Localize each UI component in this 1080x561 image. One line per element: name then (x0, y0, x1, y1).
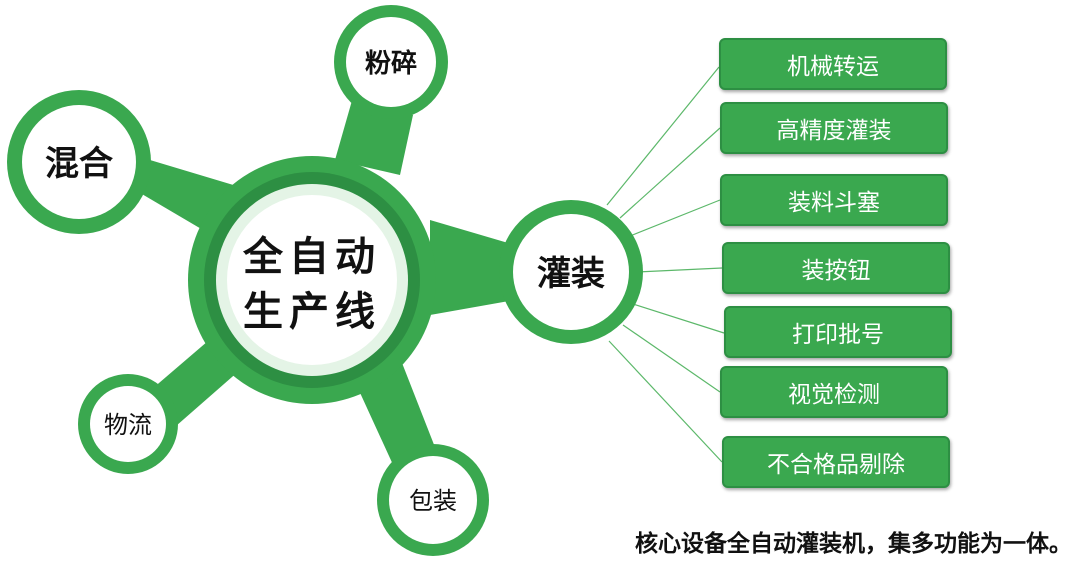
step-tag-6: 视觉检测 (720, 366, 948, 418)
node-fensui: 粉碎 (334, 5, 448, 119)
node-fensui-label: 粉碎 (365, 49, 417, 79)
node-hunhe: 混合 (7, 90, 151, 234)
step-tag-4: 装按钮 (722, 242, 950, 294)
connector-step-3 (629, 199, 721, 237)
node-baozhuang: 包装 (377, 444, 489, 556)
connector-step-5 (632, 303, 725, 334)
step-tag-5: 打印批号 (724, 306, 952, 358)
step-tag-1: 机械转运 (719, 38, 947, 90)
node-wuliu-fill (90, 386, 166, 462)
hub-center-fill (227, 195, 397, 365)
step-tag-2: 高精度灌装 (720, 102, 948, 154)
center-title-line2: 生产线 (243, 289, 381, 335)
connector-step-7 (608, 340, 723, 463)
step-connectors (606, 66, 725, 463)
node-guanzhuang: 灌装 (499, 200, 643, 344)
node-hunhe-label: 混合 (45, 144, 113, 184)
caption-text: 核心设备全自动灌装机，集多功能为一体。 (635, 531, 1072, 557)
step-tag-7: 不合格品剔除 (722, 436, 950, 488)
node-hunhe-fill (22, 105, 136, 219)
node-wuliu-label: 物流 (104, 411, 152, 439)
center-hub: 全自动 生产线 (188, 156, 436, 404)
node-baozhuang-label: 包装 (409, 487, 457, 515)
node-guanzhuang-label: 灌装 (537, 254, 605, 294)
node-guanzhuang-fill (513, 214, 629, 330)
connector-step-2 (619, 127, 721, 219)
arm-guanzhuang (430, 220, 515, 315)
center-title-line1: 全自动 (242, 234, 381, 280)
connector-step-1 (606, 66, 720, 206)
node-fensui-fill (346, 17, 436, 107)
node-baozhuang-fill (389, 456, 477, 544)
node-wuliu: 物流 (78, 374, 178, 474)
step-tag-3: 装料斗塞 (720, 174, 948, 226)
connector-step-6 (622, 324, 721, 393)
connector-step-4 (636, 267, 723, 273)
